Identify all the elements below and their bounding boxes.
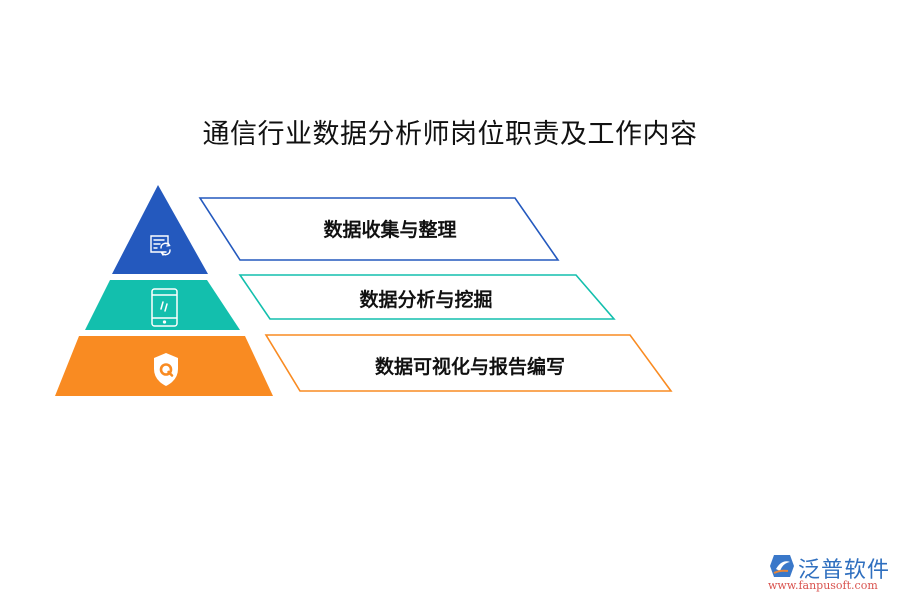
logo-url: www.fanpusoft.com [768,579,878,592]
level-box-1 [198,197,560,261]
page-title: 通信行业数据分析师岗位职责及工作内容 [202,119,698,150]
document-refresh-icon [150,235,171,256]
tablet-icon [151,288,178,327]
level-label-2: 数据分析与挖掘 [359,289,493,311]
pyramid-tier-1 [112,185,208,274]
logo-mark-icon [770,555,794,577]
level-box-3 [264,334,673,392]
brand-logo: 泛普软件 www.fanpusoft.com [768,552,896,596]
level-label-3: 数据可视化与报告编写 [374,356,565,378]
level-label-1: 数据收集与整理 [323,219,457,241]
shield-q-icon [154,353,178,386]
level-box-2 [238,274,616,320]
logo-name: 泛普软件 [798,558,891,583]
